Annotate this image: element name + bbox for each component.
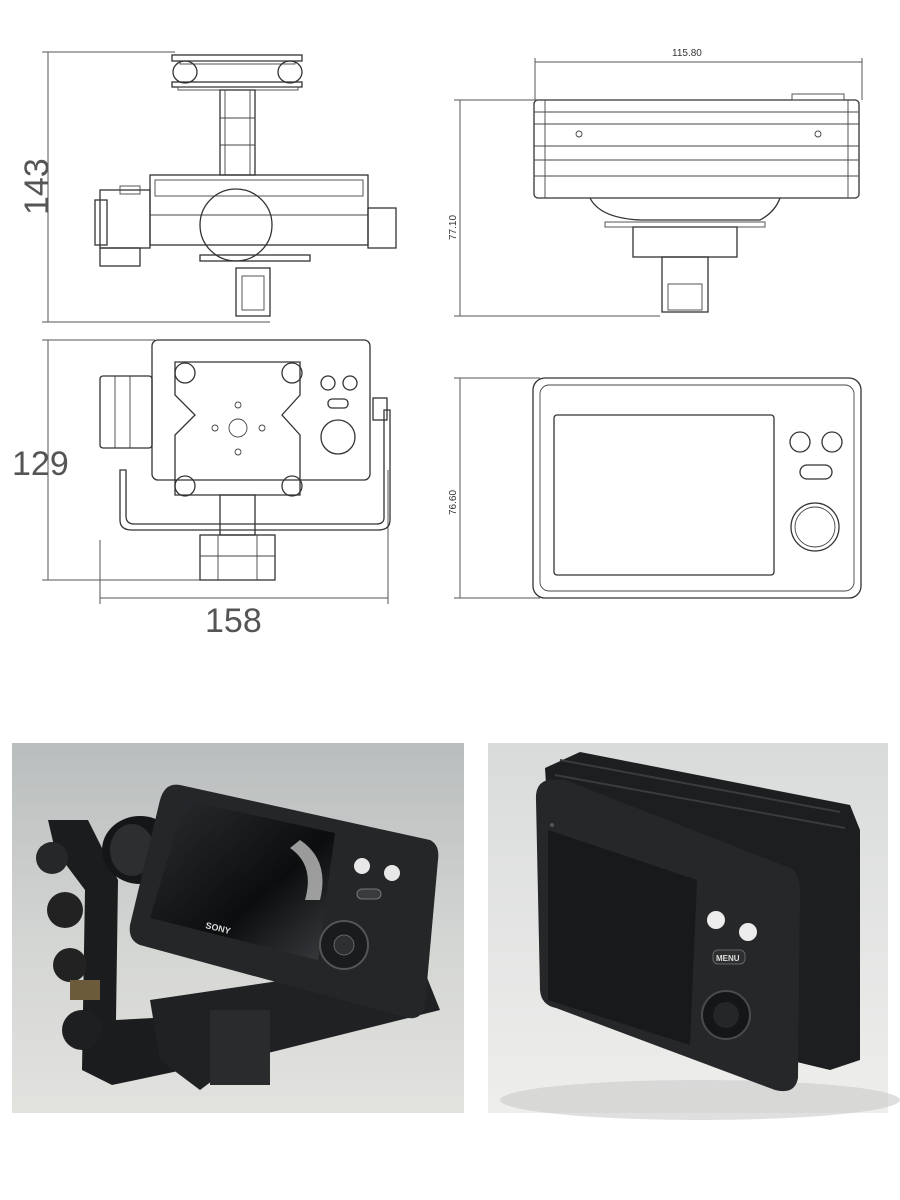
side-height-label: 143 (18, 158, 56, 215)
front-width-label: 158 (205, 602, 262, 640)
right-photo-menu-label: MENU (716, 954, 740, 963)
front-view-drawing: 129 158 (12, 339, 391, 640)
screen-height-label: 76.60 (448, 490, 459, 515)
camera-back-photo: MENU (488, 743, 900, 1120)
gimbal-camera-photo: SONY (12, 743, 464, 1113)
top-view-drawing: 115.80 77.10 (448, 48, 863, 317)
front-height-label: 129 (12, 445, 69, 483)
screen-view-drawing: 76.60 (448, 377, 862, 599)
top-height-label: 77.10 (448, 215, 459, 240)
side-view-drawing: 143 (18, 51, 397, 323)
top-width-label: 115.80 (672, 48, 702, 59)
